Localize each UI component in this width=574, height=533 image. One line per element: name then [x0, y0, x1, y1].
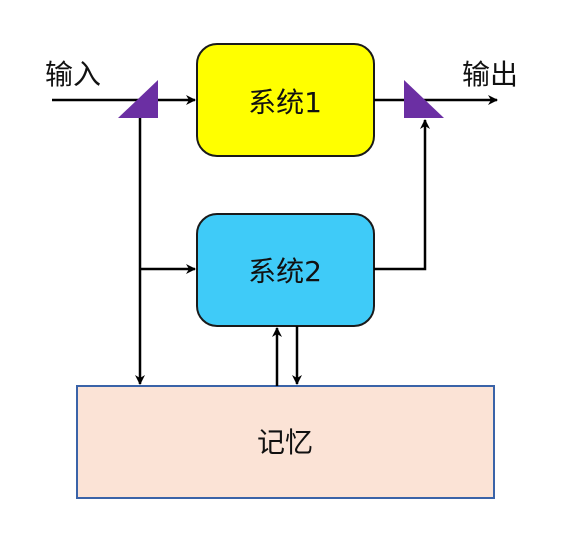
output-label: 输出 — [462, 58, 518, 91]
arrow-system2-to-merge — [374, 119, 430, 271]
memory-box — [76, 385, 495, 499]
merge-junction — [404, 80, 444, 118]
memory-label: 记忆 — [257, 426, 313, 459]
split-junction — [118, 80, 158, 118]
input-label: 输入 — [45, 58, 101, 91]
system2-label: 系统2 — [248, 255, 322, 288]
system1-label: 系统1 — [248, 86, 322, 119]
